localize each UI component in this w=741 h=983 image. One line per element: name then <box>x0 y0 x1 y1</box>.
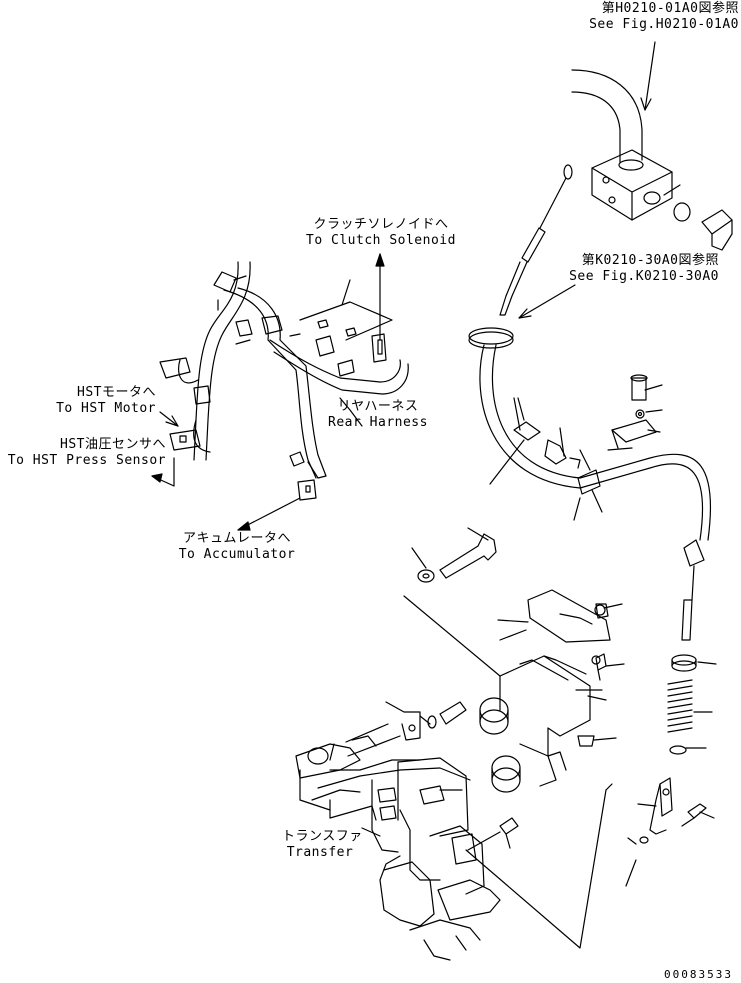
ref-top-en: See Fig.H0210-01A0 <box>589 17 739 32</box>
hst-press-sensor-en: To HST Press Sensor <box>7 453 166 468</box>
accumulator-en: To Accumulator <box>178 547 296 562</box>
rear-harness <box>160 262 408 500</box>
clutch-solenoid-jp: クラッチソレノイドへ <box>313 217 449 232</box>
transfer-jp: トランスファ <box>282 829 363 844</box>
control-cable <box>469 165 711 640</box>
hst-motor-en: To HST Motor <box>56 401 156 416</box>
pipe-block-assembly <box>572 70 732 250</box>
accumulator-jp: アキュムレータへ <box>182 531 291 546</box>
rear-harness-en: Rear Harness <box>328 415 428 430</box>
ref-mid-jp: 第K0210-30A0図参照 <box>581 253 719 268</box>
ref-top-jp: 第H0210-01A0図参照 <box>601 1 739 16</box>
cable-clamp-parts <box>514 375 656 494</box>
mounting-bracket <box>480 590 610 792</box>
clutch-solenoid-en: To Clutch Solenoid <box>306 233 456 248</box>
drawing-number: 00083533 <box>664 968 733 981</box>
hst-press-sensor-jp: HST油圧センサへ <box>60 437 166 452</box>
hst-motor-jp: HSTモータへ <box>77 385 156 400</box>
transfer-assembly <box>296 736 500 960</box>
spring-rod-stack <box>640 655 706 843</box>
transfer-en: Transfer <box>286 845 354 860</box>
rear-harness-jp: リヤハーネス <box>337 399 419 414</box>
ref-mid-en: See Fig.K0210-30A0 <box>569 269 719 284</box>
bolt-washer <box>418 534 496 582</box>
